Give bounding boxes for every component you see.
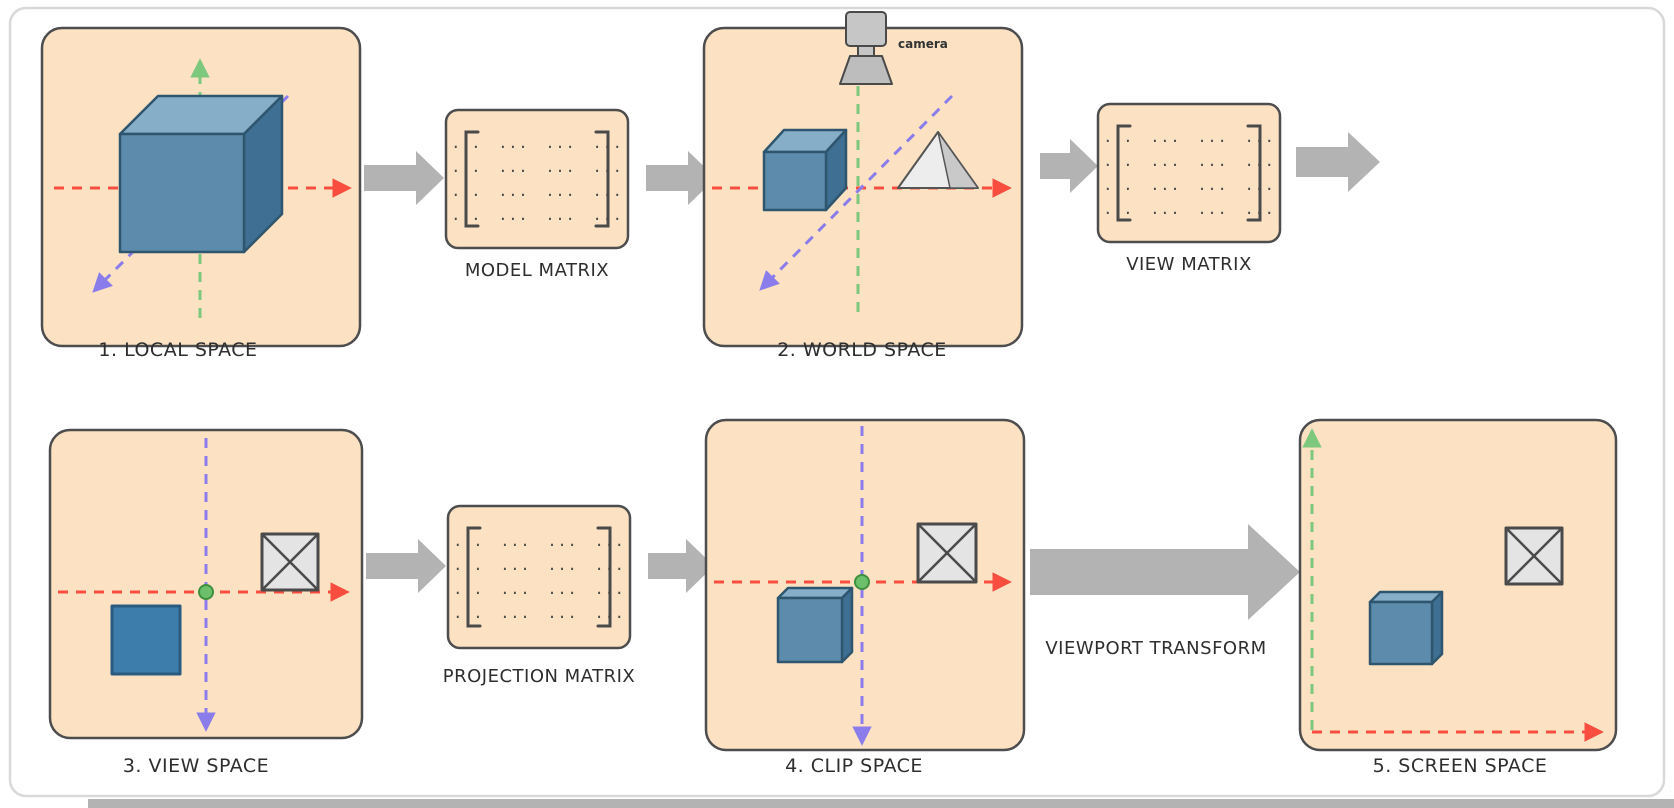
projection-matrix-box: ··· ··· ··· ··· ··· ··· ··· ··· ··· ··· … bbox=[446, 504, 632, 650]
view-space-panel bbox=[48, 428, 364, 740]
viewport-transform-label: VIEWPORT TRANSFORM bbox=[1045, 638, 1266, 659]
flow-arrow bbox=[1296, 132, 1380, 192]
horizontal-scrollbar[interactable] bbox=[88, 799, 1674, 808]
model-matrix-label: MODEL MATRIX bbox=[465, 260, 609, 281]
matrix-dots-row: ··· ··· ··· ··· bbox=[1103, 132, 1274, 150]
cube-top-face bbox=[1368, 590, 1444, 604]
matrix-bracket-left bbox=[1116, 124, 1132, 222]
crossed-square-object bbox=[916, 522, 978, 584]
screen-space-panel bbox=[1298, 418, 1618, 752]
origin-dot bbox=[198, 584, 214, 600]
matrix-panel bbox=[444, 108, 630, 250]
matrix-dots-row: ··· ··· ··· ··· bbox=[453, 536, 624, 554]
cross-diagonal bbox=[917, 523, 977, 583]
clip-space-panel bbox=[704, 418, 1026, 752]
flow-arrow bbox=[366, 539, 446, 593]
cube-front-face bbox=[1368, 600, 1434, 666]
crossed-square-object bbox=[1504, 526, 1564, 586]
matrix-dots-row: ··· ··· ··· ··· bbox=[453, 584, 624, 602]
flow-arrow bbox=[364, 151, 444, 205]
stage-label-view-space: 3. VIEW SPACE bbox=[123, 755, 269, 777]
local-space-panel bbox=[40, 26, 362, 348]
stage-label-world-space: 2. WORLD SPACE bbox=[777, 339, 947, 361]
blue-square-object bbox=[110, 604, 182, 676]
matrix-dots-row: ··· ··· ··· ··· bbox=[451, 138, 622, 156]
cube-object bbox=[776, 586, 854, 664]
matrix-dots-row: ··· ··· ··· ··· bbox=[453, 560, 624, 578]
matrix-dots-row: ··· ··· ··· ··· bbox=[451, 210, 622, 228]
matrix-dots-row: ··· ··· ··· ··· bbox=[451, 162, 622, 180]
stage-label-local-space: 1. LOCAL SPACE bbox=[98, 339, 257, 361]
cube-right-face bbox=[1430, 590, 1444, 666]
flow-arrow bbox=[1040, 139, 1098, 193]
camera-stand bbox=[839, 55, 893, 85]
world-space-panel: camera bbox=[702, 11, 1024, 348]
flow-arrow bbox=[646, 151, 716, 205]
camera-head bbox=[845, 11, 887, 47]
pyramid-object bbox=[897, 131, 979, 189]
view-matrix-label: VIEW MATRIX bbox=[1126, 254, 1252, 275]
cube-object bbox=[762, 128, 848, 212]
cross-diagonal bbox=[1505, 527, 1563, 585]
matrix-dots-row: ··· ··· ··· ··· bbox=[453, 608, 624, 626]
cube-front-face bbox=[118, 132, 246, 254]
flow-arrow bbox=[648, 539, 714, 593]
matrix-bracket-right bbox=[1246, 124, 1262, 222]
matrix-panel bbox=[1096, 102, 1282, 244]
projection-matrix-label: PROJECTION MATRIX bbox=[443, 666, 636, 687]
matrix-panel bbox=[446, 504, 632, 650]
pyramid-shaded-face bbox=[937, 131, 979, 189]
matrix-bracket-right bbox=[594, 130, 610, 228]
cube-object bbox=[118, 94, 284, 254]
model-matrix-box: ··· ··· ··· ··· ··· ··· ··· ··· ··· ··· … bbox=[444, 108, 630, 250]
matrix-bracket-left bbox=[464, 130, 480, 228]
matrix-dots-row: ··· ··· ··· ··· bbox=[1103, 180, 1274, 198]
matrix-dots-row: ··· ··· ··· ··· bbox=[1103, 156, 1274, 174]
cube-object bbox=[1368, 590, 1444, 666]
matrix-dots-row: ··· ··· ··· ··· bbox=[1103, 204, 1274, 222]
view-matrix-box: ··· ··· ··· ··· ··· ··· ··· ··· ··· ··· … bbox=[1096, 102, 1282, 244]
camera-icon bbox=[839, 11, 893, 85]
camera-label: camera bbox=[898, 37, 948, 51]
viewport-transform-arrow bbox=[1030, 524, 1300, 620]
crossed-square-object bbox=[260, 532, 320, 592]
stage-label-clip-space: 4. CLIP SPACE bbox=[785, 755, 923, 777]
cube-right-face bbox=[840, 586, 854, 664]
cube-front-face bbox=[776, 596, 844, 664]
matrix-dots-row: ··· ··· ··· ··· bbox=[451, 186, 622, 204]
matrix-bracket-left bbox=[466, 526, 482, 628]
stage-label-screen-space: 5. SCREEN SPACE bbox=[1373, 755, 1548, 777]
matrix-bracket-right bbox=[596, 526, 612, 628]
z-axis-purple bbox=[759, 94, 954, 291]
cross-diagonal bbox=[261, 533, 319, 591]
screen-space-box bbox=[1298, 418, 1618, 752]
cube-top-face bbox=[776, 586, 854, 600]
cube-front-face bbox=[762, 150, 828, 212]
origin-dot bbox=[854, 574, 870, 590]
camera-neck bbox=[857, 45, 875, 57]
